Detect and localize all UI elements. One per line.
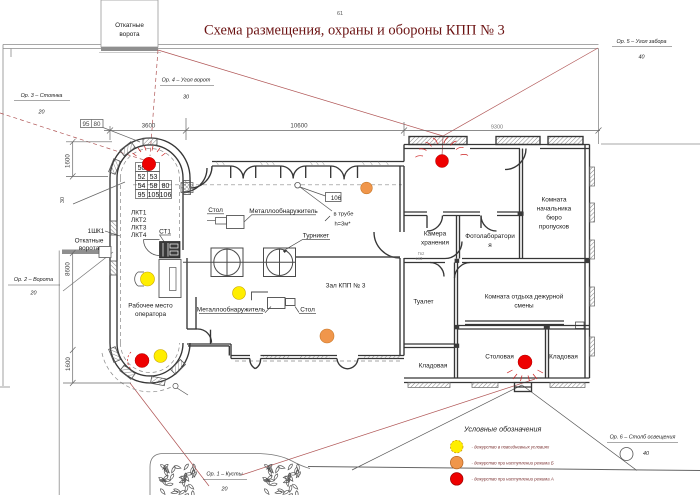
svg-text:Комната отдыха дежурной: Комната отдыха дежурной — [485, 293, 564, 301]
svg-text:95: 95 — [138, 192, 146, 199]
svg-text:Гв2: Гв2 — [418, 251, 425, 256]
svg-text:Металлообнаружитель: Металлообнаружитель — [197, 306, 266, 314]
svg-text:Туалет: Туалет — [413, 299, 433, 306]
svg-text:бюро: бюро — [546, 214, 562, 222]
svg-text:- дежурство при наступлении ре: - дежурство при наступлении режима А — [472, 477, 554, 482]
svg-text:хранения: хранения — [421, 240, 449, 247]
svg-text:Кладовая: Кладовая — [419, 363, 448, 370]
svg-text:20: 20 — [38, 110, 45, 116]
svg-text:8600: 8600 — [65, 262, 72, 276]
svg-text:h=3м*: h=3м* — [334, 222, 351, 228]
svg-text:80: 80 — [162, 183, 170, 190]
svg-text:106: 106 — [160, 192, 172, 199]
svg-text:Рабочее место: Рабочее место — [128, 302, 173, 310]
svg-text:ворота: ворота — [119, 31, 140, 38]
svg-text:ЛКТ3: ЛКТ3 — [131, 225, 147, 232]
svg-text:начальника: начальника — [537, 206, 572, 213]
svg-text:сп3: сп3 — [416, 256, 423, 261]
svg-text:53: 53 — [150, 174, 158, 181]
svg-text:80: 80 — [94, 121, 101, 128]
svg-text:Стол: Стол — [300, 307, 315, 314]
svg-text:61: 61 — [337, 11, 343, 17]
svg-text:20: 20 — [221, 487, 228, 493]
svg-text:95: 95 — [83, 121, 90, 128]
svg-text:в трубе: в трубе — [334, 212, 354, 218]
svg-text:50: 50 — [138, 165, 146, 172]
svg-text:Металлообнаружитель: Металлообнаружитель — [249, 207, 318, 215]
svg-text:ЛКТ1: ЛКТ1 — [131, 210, 147, 217]
svg-text:оператора: оператора — [135, 311, 167, 318]
svg-text:52: 52 — [138, 174, 146, 181]
svg-text:40: 40 — [639, 55, 645, 61]
svg-text:Камера: Камера — [424, 231, 447, 238]
svg-text:смены: смены — [514, 303, 534, 310]
svg-text:Турникет: Турникет — [303, 233, 330, 240]
svg-text:Столовая: Столовая — [485, 354, 514, 361]
svg-text:Ор. 2 – Ворота: Ор. 2 – Ворота — [14, 277, 53, 283]
svg-text:Ор. 6 – Столб освещения: Ор. 6 – Столб освещения — [610, 435, 676, 441]
svg-text:105: 105 — [148, 192, 160, 199]
svg-text:1600: 1600 — [65, 357, 72, 371]
svg-text:Откатные: Откатные — [115, 22, 144, 29]
svg-text:Ор. 3 – Стоянка: Ор. 3 – Стоянка — [21, 93, 63, 99]
svg-text:- дежурство при наступлении ре: - дежурство при наступлении режима Б — [472, 460, 554, 465]
svg-text:- дежурство в повседневных усл: - дежурство в повседневных условиях — [472, 444, 550, 449]
svg-text:1ШК1: 1ШК1 — [88, 228, 105, 235]
svg-text:Откатные: Откатные — [75, 238, 104, 245]
svg-text:СТ1: СТ1 — [159, 229, 171, 236]
svg-text:54: 54 — [138, 183, 146, 190]
svg-text:Комната: Комната — [541, 197, 566, 204]
svg-text:Стол: Стол — [208, 207, 223, 214]
svg-text:ворота: ворота — [79, 245, 100, 252]
svg-text:9300: 9300 — [491, 125, 503, 131]
svg-text:Ор. 1 – Кусты: Ор. 1 – Кусты — [206, 472, 242, 478]
svg-text:40: 40 — [643, 451, 649, 457]
svg-text:1600: 1600 — [65, 154, 72, 168]
svg-text:ЛКТ2: ЛКТ2 — [131, 217, 147, 224]
svg-text:Условные обозначения: Условные обозначения — [463, 425, 542, 434]
svg-text:20: 20 — [30, 291, 37, 297]
svg-text:58: 58 — [150, 183, 158, 190]
svg-text:3600: 3600 — [142, 123, 156, 130]
svg-text:пропусков: пропусков — [539, 224, 570, 231]
svg-text:Ор. 4 – Угол ворот: Ор. 4 – Угол ворот — [162, 78, 211, 84]
svg-text:10600: 10600 — [290, 123, 308, 130]
svg-text:106: 106 — [331, 195, 342, 202]
svg-text:ЛКТ4: ЛКТ4 — [131, 232, 147, 239]
svg-text:я: я — [488, 242, 492, 249]
svg-text:Кладовая: Кладовая — [549, 354, 578, 361]
svg-text:Фотолаборатори: Фотолаборатори — [465, 232, 515, 240]
svg-text:Схема размещения, охраны и обо: Схема размещения, охраны и обороны КПП №… — [204, 23, 505, 39]
svg-text:30: 30 — [183, 95, 189, 101]
svg-text:Зал КПП № 3: Зал КПП № 3 — [326, 283, 366, 290]
svg-text:Ор. 5 – Угол забора: Ор. 5 – Угол забора — [617, 39, 667, 45]
svg-text:30: 30 — [60, 197, 66, 203]
